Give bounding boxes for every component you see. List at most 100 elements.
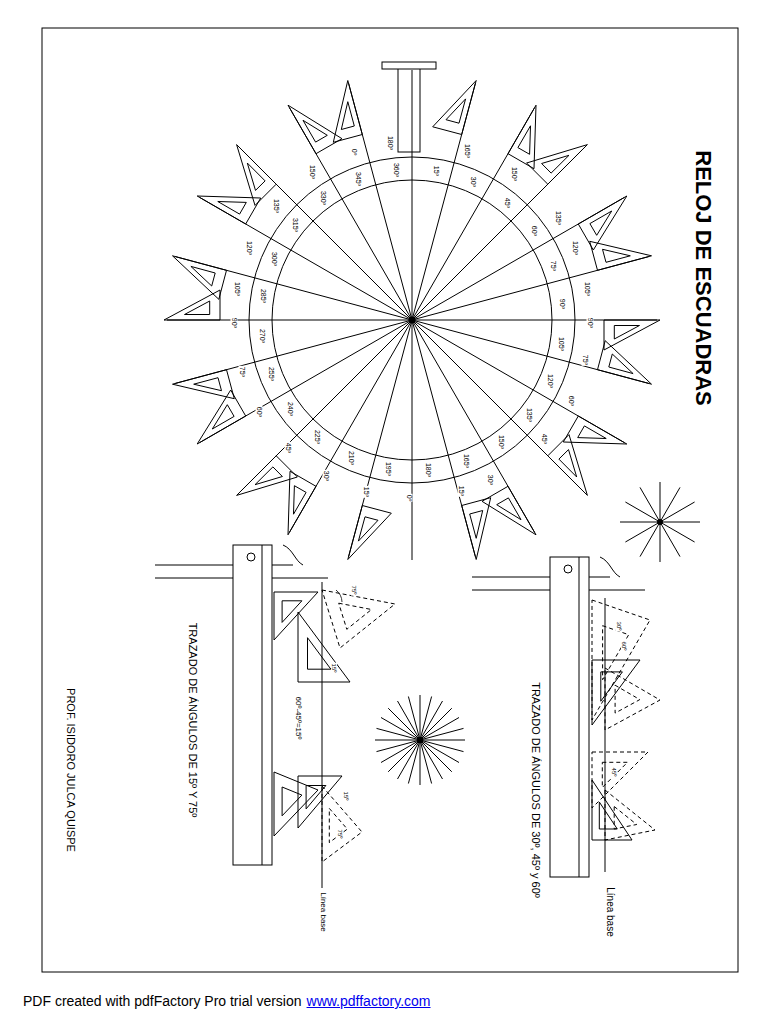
inner-angle: 210º (347, 450, 354, 466)
angle-label: 30º (616, 621, 622, 632)
set-square (298, 612, 350, 682)
set-square (462, 498, 491, 560)
set-square-window (601, 672, 623, 701)
inner-angle: 225º (313, 429, 320, 445)
set-square (322, 786, 362, 862)
set-square-window (212, 405, 234, 429)
set-square-window (590, 211, 612, 235)
base-line (605, 598, 606, 872)
inner-angle: 165º (463, 453, 470, 469)
star-line (381, 740, 420, 763)
page-frame (42, 28, 738, 972)
set-square-window (191, 266, 215, 286)
inner-angle: 105º (558, 335, 565, 351)
inner-angle: 120º (546, 373, 553, 389)
outer-angle: 75º (238, 366, 245, 378)
angle-label: 45º (611, 767, 617, 778)
inner-angle: 90º (559, 298, 566, 310)
inner-angle: 300º (271, 250, 278, 266)
set-square (164, 290, 220, 320)
set-square (274, 592, 318, 640)
title: RELOJ DE ESCUADRAS (692, 149, 714, 406)
set-square-window (294, 486, 307, 515)
inner-angle: 285º (259, 288, 266, 304)
set-square (333, 81, 362, 143)
angle-label: 15º (343, 791, 349, 802)
set-square-window (518, 126, 531, 155)
outer-angle: 90º (586, 317, 593, 329)
star-line (640, 487, 660, 522)
outer-angle: 30º (322, 470, 329, 482)
star-line (420, 728, 464, 740)
angle-line (412, 320, 413, 560)
set-square-window (247, 163, 265, 190)
inner-angle: 330º (320, 190, 327, 206)
star-line (420, 740, 421, 785)
star-line (420, 695, 421, 740)
set-square-window (255, 467, 282, 485)
star-line (420, 740, 432, 784)
set-square (298, 776, 342, 828)
set-square (527, 145, 588, 185)
outer-angle: 60º (256, 406, 263, 418)
base-line (322, 582, 323, 888)
ruler-hole (564, 565, 572, 573)
t-square-edge (412, 70, 413, 152)
star-line (660, 522, 680, 557)
set-square-window (308, 638, 331, 670)
star-line (625, 502, 660, 522)
star-line (660, 522, 700, 523)
set-square-window (497, 498, 521, 520)
set-square-window (218, 202, 247, 215)
inner-angle: 75º (549, 260, 556, 272)
base-line-label: Línea base (319, 891, 327, 933)
set-square (592, 660, 640, 725)
set-square (592, 752, 648, 808)
set-square (508, 105, 536, 169)
ruler (550, 557, 589, 877)
set-square (592, 780, 632, 840)
t-square-head-curve (600, 557, 620, 577)
set-square-window (542, 155, 569, 173)
outer-angle: 120º (571, 239, 578, 255)
outer-angle: 15º (458, 485, 465, 497)
set-square-window (614, 326, 639, 340)
inner-angle: 315º (291, 217, 298, 233)
outer-angle: 105º (233, 281, 240, 297)
set-square (348, 506, 392, 560)
angle-label: 60º (621, 641, 627, 652)
set-square-window (603, 249, 631, 262)
angle-label: 15º (331, 663, 337, 674)
star-line (660, 487, 680, 522)
set-square (197, 196, 261, 224)
inner-angle: 240º (286, 401, 293, 417)
set-square-window (303, 120, 327, 142)
star-line (375, 740, 420, 741)
inner-angle: 195º (385, 461, 392, 477)
set-square-window (470, 511, 483, 539)
set-square (548, 435, 588, 496)
outer-angle: 15º (362, 486, 369, 498)
outer-angle: 45º (285, 442, 292, 454)
set-square-window (185, 301, 210, 315)
inner-angle: 360º (393, 162, 400, 178)
outer-angle: 60º (567, 395, 574, 407)
outer-angle: 90º (231, 317, 238, 329)
inner-angle: 180º (424, 462, 431, 478)
star-line (420, 718, 459, 741)
set-square (578, 196, 627, 250)
outer-angle: 30º (487, 474, 494, 486)
set-square-window (599, 802, 617, 829)
set-square-window (602, 762, 627, 787)
set-square (197, 390, 246, 444)
angle-label: 75º (351, 585, 357, 596)
figure-title: TRAZADO DE ÁNGULOS DE 30º, 45º y 60º (530, 681, 541, 899)
outer-angle: 75º (582, 354, 589, 366)
author: PROF. ISIDORO JULCA QUISPE (65, 687, 76, 853)
set-square (288, 105, 342, 154)
ruler (233, 545, 272, 865)
set-square-window (194, 378, 222, 391)
footer-link: www.pdffactory.com (306, 994, 432, 1008)
footer-note: PDF created with pdfFactory Pro trial ve… (22, 994, 303, 1008)
star-line (620, 522, 660, 523)
